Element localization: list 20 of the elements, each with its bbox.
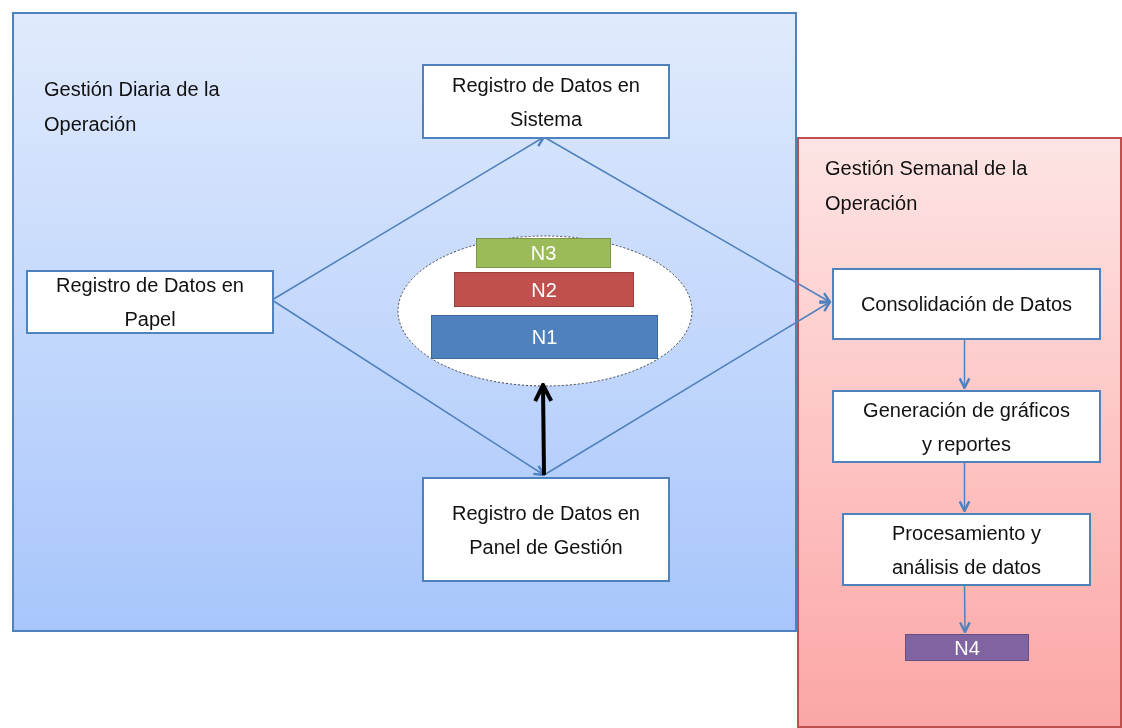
level-bar: N4	[905, 634, 1029, 661]
process-box: Registro de Datos en Sistema	[422, 64, 670, 139]
process-box: Registro de Datos en Panel de Gestión	[422, 477, 670, 582]
arrow	[958, 337, 971, 390]
arrow	[958, 460, 971, 513]
panel-heading: Gestión Semanal de la Operación	[825, 156, 1029, 216]
level-bar: N2	[454, 272, 634, 307]
level-bar: N1	[431, 315, 658, 359]
process-box: Generación de gráficos y reportes	[832, 390, 1101, 463]
process-box: Registro de Datos en Papel	[26, 270, 274, 334]
panel-heading: Gestión Diaria de la Operación	[44, 77, 221, 137]
level-bar: N3	[476, 238, 611, 268]
arrow	[958, 583, 971, 634]
group-panel	[797, 137, 1122, 728]
arrow	[533, 383, 554, 476]
group-panel	[12, 12, 797, 632]
process-box: Consolidación de Datos	[832, 268, 1101, 340]
process-box: Procesamiento y análisis de datos	[842, 513, 1091, 586]
arrow	[543, 300, 832, 476]
arrow	[271, 299, 546, 477]
